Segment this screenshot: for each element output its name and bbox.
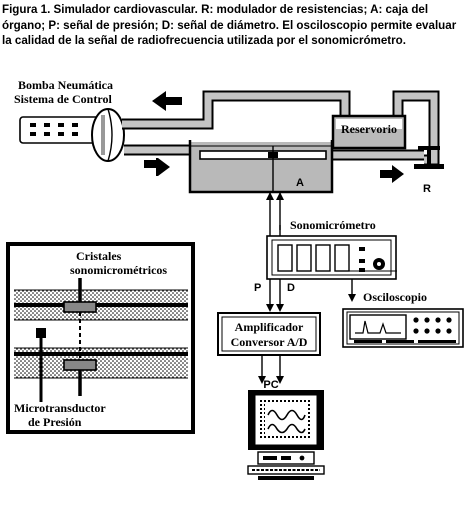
scope-connector	[348, 279, 356, 302]
signal-p-label: P	[254, 282, 261, 294]
inset-panel: Cristales sonomicrométricos Microtransdu…	[6, 242, 195, 434]
arrow-right-icon	[144, 158, 170, 176]
flow-arrows	[144, 91, 404, 183]
pc-connectors	[258, 355, 284, 384]
pneumatic-pump	[91, 108, 125, 162]
crystals-label-line1: Cristales	[76, 249, 122, 263]
pump-label-line2: Sistema de Control	[14, 92, 112, 106]
inflow-tube	[124, 144, 424, 161]
pc-label: PC	[263, 379, 278, 391]
oscilloscope-label: Osciloscopio	[363, 290, 427, 304]
pump-label-line1: Bomba Neumática	[18, 78, 113, 92]
transducer-label-line2: de Presión	[28, 415, 82, 429]
crystals-label-line2: sonomicrométricos	[70, 263, 167, 277]
amplifier-label-line2: Conversor A/D	[231, 335, 308, 349]
figure-caption: Figura 1. Simulador cardiovascular. R: m…	[2, 3, 457, 47]
arrow-left-icon	[152, 91, 182, 111]
sonomicrometer-device	[266, 235, 397, 280]
reservoir-label: Reservorio	[341, 122, 397, 136]
arrow-right-icon-2	[380, 165, 404, 183]
signal-d-label: D	[287, 282, 295, 294]
organ-box-label: A	[296, 177, 304, 189]
amplifier-label-line1: Amplificador	[235, 320, 304, 334]
oscilloscope-device	[342, 308, 464, 348]
reservoir: Reservorio	[331, 114, 407, 150]
amplifier-converter: Amplificador Conversor A/D	[217, 312, 321, 356]
pc-computer	[247, 390, 325, 480]
sonomicrometer-label: Sonomicrómetro	[290, 218, 376, 232]
organ-box: A	[188, 140, 334, 194]
resistance-label: R	[423, 183, 431, 195]
transducer-label-line1: Microtransductor	[14, 401, 106, 415]
resistance-modulator: R	[414, 146, 444, 195]
